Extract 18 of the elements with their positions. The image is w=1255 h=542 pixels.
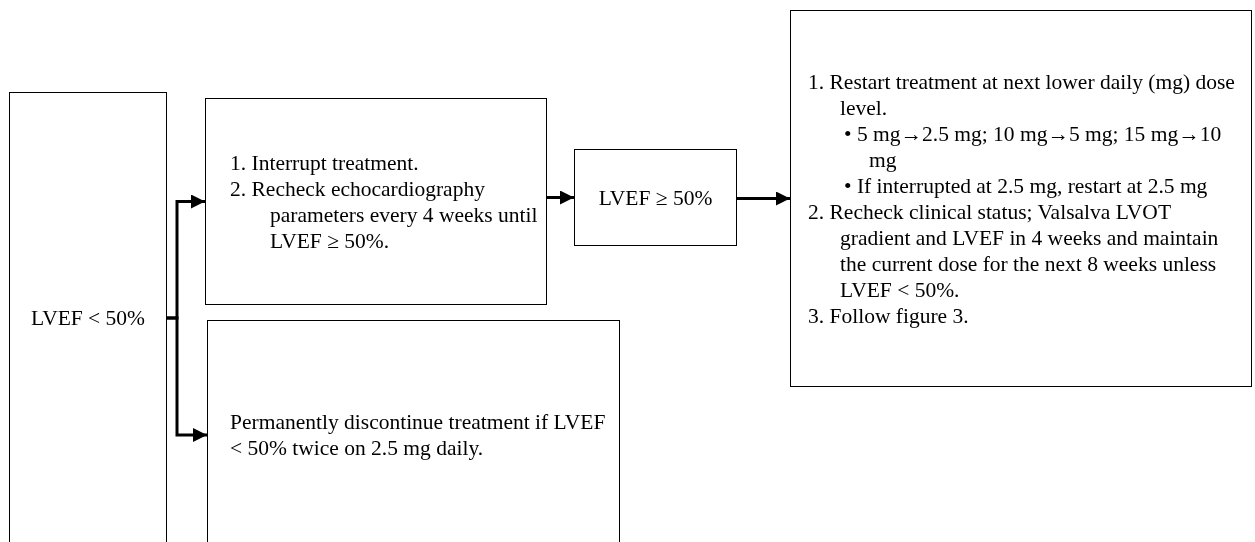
list-item: • If interrupted at 2.5 mg, restart at 2.5 mg xyxy=(843,172,1209,199)
box-text: Permanently discontinue treatment if LVEF < 50% twice on 2.5 mg daily. xyxy=(230,409,607,461)
list-item: 1. Restart treatment at next lower daily (mg) dose level. xyxy=(808,68,1236,121)
arrow xyxy=(547,190,574,205)
list-item: • 5 mg→2.5 mg; 10 mg→5 mg; 15 mg→10 mg xyxy=(843,120,1223,173)
list-item: 3. Follow figure 3. xyxy=(808,302,970,329)
list-item: 1. Interrupt treatment. xyxy=(230,149,420,176)
process-box xyxy=(574,149,737,246)
arrow xyxy=(167,316,207,442)
process-box xyxy=(790,10,1252,387)
process-box xyxy=(9,92,167,542)
list-item: 2. Recheck echocardiography parameters every 4 weeks until LVEF ≥ 50%. xyxy=(230,175,538,254)
list-item: 2. Recheck clinical status; Valsalva LVOT gradient and LVEF in 4 weeks and maintain the current dose for the next 8 weeks unless LVEF < 50%. xyxy=(808,198,1220,303)
arrow xyxy=(737,191,790,206)
process-box xyxy=(207,320,620,542)
box-text: LVEF < 50% xyxy=(30,305,146,331)
box-text: LVEF ≥ 50% xyxy=(598,184,713,211)
process-box xyxy=(205,98,547,305)
